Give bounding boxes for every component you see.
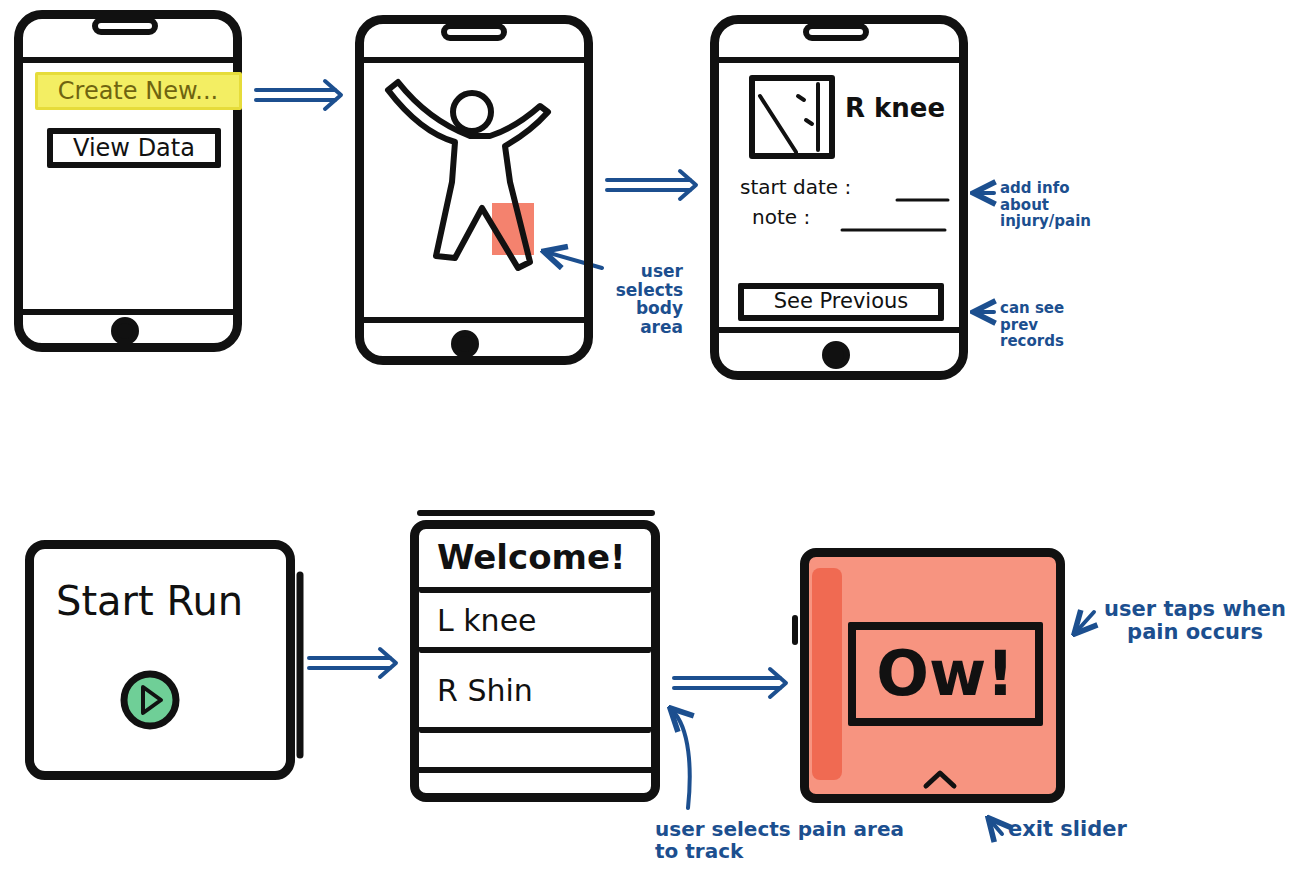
see-previous-button: See Previous xyxy=(738,283,944,321)
play-icon xyxy=(143,687,161,713)
list-divider xyxy=(419,767,651,773)
home-button xyxy=(825,344,847,366)
phone-frame xyxy=(355,15,593,365)
leader-line xyxy=(672,710,690,808)
screen-text: start date : xyxy=(740,176,851,198)
home-button xyxy=(454,333,476,355)
arrow-stroke xyxy=(309,666,390,670)
annotation-note: add info about injury/pain xyxy=(1000,180,1100,230)
watch-side xyxy=(420,510,652,516)
speaker-slot xyxy=(444,26,504,38)
home-button xyxy=(114,320,136,342)
annotation-note: exit slider xyxy=(1008,818,1248,841)
menu-button: Create New... xyxy=(35,72,242,110)
ow-button: Ow! xyxy=(848,622,1043,726)
arrow-stroke xyxy=(607,178,690,182)
input-line xyxy=(897,199,948,202)
leader-line xyxy=(976,191,994,195)
arrow-stroke xyxy=(680,171,696,199)
watch-side xyxy=(792,618,798,642)
arrow-stroke xyxy=(380,649,396,677)
screen-edge xyxy=(718,327,960,333)
arrow-stroke xyxy=(325,81,341,109)
button-label: R Shin xyxy=(437,674,533,707)
flow-arrow xyxy=(309,649,396,677)
thumbnail-sketch xyxy=(760,96,796,152)
screen-edge xyxy=(363,317,585,323)
flow-arrow xyxy=(607,171,696,199)
button-label: See Previous xyxy=(774,290,909,313)
screen-text: Start Run xyxy=(56,579,243,623)
body-figure xyxy=(388,82,548,268)
screen-edge xyxy=(718,57,960,63)
screen-shade xyxy=(812,568,842,780)
screen-edge xyxy=(363,57,585,63)
screen-text: R knee xyxy=(845,94,945,123)
arrow-stroke xyxy=(256,88,335,92)
leader-line xyxy=(1076,612,1094,632)
arrow-stroke xyxy=(256,98,335,102)
injury-thumbnail xyxy=(752,78,832,156)
screen-edge xyxy=(22,57,234,63)
leader-line xyxy=(990,820,1002,834)
slider-caret xyxy=(926,773,954,786)
flow-arrow xyxy=(674,669,786,697)
button-label: L knee xyxy=(437,604,537,637)
arrow-stroke xyxy=(607,188,690,192)
leader-line xyxy=(976,310,994,314)
watch-frame: Ow! xyxy=(800,548,1065,803)
arrow-stroke xyxy=(770,669,786,697)
arrow-stroke xyxy=(674,686,780,690)
phone-frame: Create New... View Data xyxy=(14,10,242,352)
leader-line xyxy=(546,252,602,268)
speaker-slot xyxy=(95,20,155,32)
annotation-note: user selects body area xyxy=(605,262,683,337)
screen-text: note : xyxy=(752,206,810,228)
annotation-note: user selects pain area to track xyxy=(655,818,905,862)
flow-arrow xyxy=(256,81,341,109)
input-line xyxy=(842,229,945,232)
phone-frame: R knee start date : note : See Previous xyxy=(710,15,968,380)
button-label: Create New... xyxy=(58,78,218,104)
watch-frame: Welcome! L knee R Shin xyxy=(410,520,660,802)
annotation-note: user taps when pain occurs xyxy=(1100,598,1290,644)
play-button xyxy=(124,674,176,726)
button-label: View Data xyxy=(73,135,195,161)
thumbnail-sketch xyxy=(798,96,804,100)
figure-head xyxy=(453,93,491,131)
alert-screen xyxy=(806,554,1059,797)
button-label: Welcome! xyxy=(437,539,626,576)
speaker-slot xyxy=(806,26,866,38)
button-label: Ow! xyxy=(876,640,1014,708)
arrow-stroke xyxy=(309,656,390,660)
watch-frame: Start Run xyxy=(25,540,295,780)
thumbnail-sketch xyxy=(806,120,812,124)
screen-edge xyxy=(22,309,234,315)
annotation-note: can see prev records xyxy=(1000,300,1080,350)
list-row: Welcome! xyxy=(419,529,651,593)
arrow-stroke xyxy=(674,676,780,680)
thumbnail-sketch xyxy=(816,84,820,150)
list-row: R Shin xyxy=(419,653,651,733)
list-row: L knee xyxy=(419,593,651,653)
watch-side xyxy=(297,575,304,755)
menu-button: View Data xyxy=(47,128,221,168)
